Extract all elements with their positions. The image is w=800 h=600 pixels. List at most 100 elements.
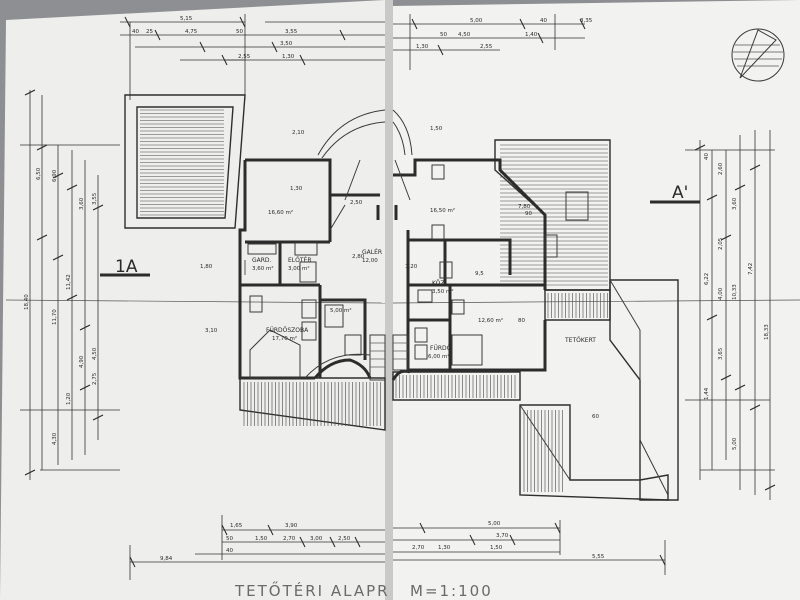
stair-right: [392, 334, 409, 371]
room-label-furdo: FÜRDŐ: [430, 345, 452, 352]
dim-top-right-8: 40: [540, 18, 547, 24]
section-mark-left: 1A: [100, 257, 150, 277]
dim-left-2: 6,90: [52, 169, 58, 182]
dim-bottom-left-6: 2,50: [338, 536, 351, 542]
dim-top-right-1: 5,00: [470, 18, 483, 24]
dim-bottom-left-1: 1,65: [230, 523, 243, 529]
section-mark-right-label: A': [672, 183, 688, 203]
wc-left: [249, 295, 263, 313]
dim-left-3: 3,55: [92, 192, 98, 205]
cabinet-left: [294, 242, 318, 256]
dim-top-right-7: 50: [440, 32, 447, 38]
drawing-title: TETŐTÉRI ALAPR M=1:100: [234, 580, 493, 600]
bottom-dimensions-left: 1,65 3,90 1,50 2,70 3,00 2,50 50 40 9,84: [129, 515, 385, 580]
dim-int-12: 90: [525, 211, 532, 217]
dim-left-11: 4,30: [52, 432, 58, 445]
dim-left-12: 18,40: [24, 294, 30, 310]
section-mark-right: A': [650, 183, 700, 204]
dim-int-6: 7,80: [518, 204, 531, 210]
bathtub-corner: [249, 329, 301, 379]
bottom-dimensions-right: 5,00 3,70 1,30 2,70 1,50 5,55: [393, 520, 666, 575]
sink-right-2: [451, 299, 465, 315]
dim-bottom-left-7: 50: [226, 536, 233, 542]
dim-top-left-9: 50: [236, 29, 243, 35]
sheet-gap: [385, 0, 393, 600]
dim-bottom-left-8: 40: [226, 548, 233, 554]
dim-top-left-6: 1,30: [282, 54, 295, 60]
kitchen-right: [431, 224, 445, 240]
dim-right-4: 4,00: [718, 287, 724, 300]
dim-int-11: 80: [518, 318, 525, 324]
horizontal-fold-left: [5, 299, 386, 304]
dim-right-1: 2,60: [718, 162, 724, 175]
left-unit-walls: [238, 109, 386, 381]
dim-int-7: 1,20: [405, 264, 418, 270]
dim-top-left-4: 3,50: [280, 41, 293, 47]
dim-bottom-left-3: 1,50: [255, 536, 268, 542]
room-area-furdo: 6,00 m²: [428, 353, 450, 360]
dim-right-11: 40: [704, 153, 710, 160]
north-arrow: [731, 28, 785, 82]
dim-bottom-left-9: 9,84: [160, 556, 173, 562]
dim-top-left-2: 4,75: [185, 29, 198, 35]
dim-right-7: 6,22: [704, 273, 710, 285]
dim-left-10: 1,20: [66, 392, 72, 405]
scale-text: M=1:100: [410, 582, 493, 600]
dim-bottom-left-5: 3,00: [310, 536, 323, 542]
dim-top-right-5: 2,55: [480, 44, 493, 50]
dim-int-5: 3,10: [205, 328, 218, 334]
dim-left-5: 11,42: [66, 274, 72, 290]
left-sheet: [0, 0, 386, 600]
dim-int-1: 1,30: [290, 186, 303, 192]
room-label-eloter: ELŐTÉR: [288, 256, 311, 264]
dim-top-right-3: 4,50: [458, 32, 471, 38]
horizontal-fold-right: [392, 299, 800, 304]
bathtub-right: [451, 334, 483, 366]
sink-left-3: [344, 334, 362, 356]
dim-left-7: 4,50: [92, 347, 98, 360]
roof-bottom-right: [519, 279, 679, 501]
room-area-gard: 3,60 m²: [252, 265, 274, 272]
dim-top-left-1: 5,15: [180, 16, 193, 22]
dim-bottom-right-3: 1,30: [438, 545, 451, 551]
room-area-kozl: 3,50 m²: [432, 288, 454, 295]
skylight: [565, 191, 589, 221]
dim-top-left-5: 2,55: [238, 54, 251, 60]
room-label-furdoszoba: FÜRDŐSZOBA: [266, 327, 309, 334]
shower-left: [324, 304, 344, 328]
dim-bottom-right-4: 2,70: [412, 545, 425, 551]
dim-right-6: 10,33: [732, 284, 738, 300]
top-dimensions-right: 5,00 3,35 4,50 1,40 2,55 1,30 50 40: [393, 14, 593, 70]
dim-int-10: 60: [592, 414, 599, 420]
room-area-living-left: 16,60 m²: [268, 209, 293, 216]
wc-right-2: [417, 289, 433, 303]
title-text: TETŐTÉRI ALAPR: [234, 580, 390, 600]
room-area-galeria: 12,00: [362, 258, 378, 264]
right-dimensions: 2,60 3,60 2,05 4,00 7,42 10,33 6,22 5,00…: [685, 130, 776, 500]
dim-right-3: 2,05: [718, 237, 724, 250]
dim-int-8: 2,10: [292, 130, 305, 136]
dim-int-3: 2,50: [350, 200, 363, 206]
sink-right-3: [439, 261, 453, 279]
dim-right-12: 1,44: [704, 387, 710, 400]
dim-bottom-right-1: 5,00: [488, 521, 501, 527]
wc-right: [414, 344, 428, 360]
room-label-galeria: GALÉR: [362, 248, 382, 256]
sink-right-1: [414, 327, 428, 343]
dim-left-8: 4,90: [79, 355, 85, 368]
interior-dimensions: 1,30 1,80 2,50 2,80 3,10 7,80 1,20 2,10 …: [200, 126, 599, 420]
wardrobe-left: [247, 243, 277, 255]
dim-int-2: 1,80: [200, 264, 213, 270]
room-label-tetokert: TETŐKERT: [564, 337, 596, 344]
dim-top-left-7: 40: [132, 29, 139, 35]
section-mark-left-label: 1A: [115, 257, 138, 277]
room-label-kozl: KÖZL.: [432, 280, 450, 287]
roof-center-rake: [544, 289, 611, 321]
dim-right-8: 5,00: [732, 437, 738, 450]
dim-right-9: 3,65: [718, 347, 724, 360]
room-area-bed-right: 12,60 m²: [478, 317, 503, 324]
roof-bottom-left: [239, 377, 386, 431]
dim-top-right-4: 1,40: [525, 32, 538, 38]
